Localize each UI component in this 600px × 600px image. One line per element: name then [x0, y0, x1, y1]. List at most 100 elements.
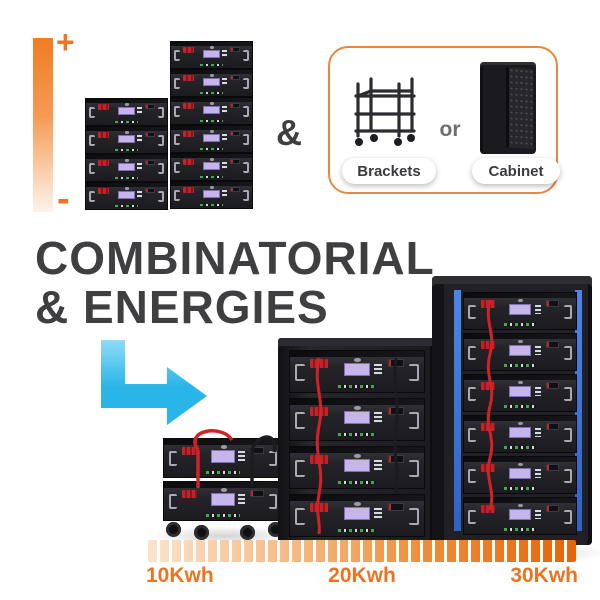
handle-right-icon	[563, 468, 572, 483]
lcd-screen	[118, 190, 135, 200]
meter-segment	[351, 540, 364, 562]
battery-module	[463, 415, 577, 453]
handle-left-icon	[468, 345, 477, 360]
capacity-label-30kwh: 30Kwh	[510, 564, 578, 587]
capacity-labels: 10Kwh 20Kwh 30Kwh	[146, 564, 578, 588]
meter-segment	[184, 540, 196, 562]
battery-module	[163, 438, 283, 478]
module-column	[289, 350, 425, 537]
brand-logo-icon	[124, 103, 129, 106]
led-indicator-strip	[206, 513, 240, 517]
port-strip	[137, 107, 142, 115]
red-terminal-block	[98, 132, 109, 138]
battery-module	[85, 126, 168, 154]
port-strip	[222, 162, 227, 170]
port-strip	[222, 106, 227, 114]
red-terminal-block	[183, 131, 194, 137]
meter-segment	[375, 540, 388, 562]
module-top-face	[290, 351, 424, 358]
black-terminal-block	[387, 455, 404, 464]
handle-right-icon	[243, 50, 249, 61]
battery-module	[85, 154, 168, 182]
module-column	[463, 292, 577, 535]
led-indicator-strip	[504, 323, 536, 326]
module-top-face	[464, 416, 576, 422]
red-terminal-block	[98, 160, 109, 166]
battery-module	[289, 446, 425, 489]
black-terminal-block	[230, 159, 240, 165]
lcd-screen	[508, 467, 532, 480]
lcd-screen	[508, 426, 532, 439]
lcd-screen	[508, 385, 532, 398]
meter-segment	[292, 540, 304, 562]
brand-logo-icon	[209, 74, 214, 77]
handle-right-icon	[269, 494, 278, 510]
lcd-screen	[203, 133, 220, 143]
black-terminal-block	[250, 489, 265, 498]
led-indicator-strip	[338, 481, 376, 485]
led-indicator-strip	[504, 487, 536, 490]
handle-right-icon	[158, 107, 164, 118]
brand-logo-icon	[354, 405, 361, 410]
brand-logo-icon	[220, 445, 227, 449]
led-indicator-strip	[338, 529, 376, 533]
handle-right-icon	[158, 163, 164, 174]
minus-sign: -	[57, 178, 70, 220]
caster-wheel	[194, 525, 209, 540]
led-indicator-strip	[115, 148, 138, 151]
meter-segment	[148, 540, 160, 562]
red-terminal-block	[181, 446, 198, 455]
port-strip	[137, 191, 142, 199]
red-terminal-block	[183, 103, 194, 109]
red-terminal-block	[181, 489, 198, 498]
handle-left-icon	[295, 412, 305, 429]
black-terminal-block	[387, 407, 404, 416]
port-strip	[534, 304, 542, 314]
battery-module	[170, 181, 253, 209]
led-indicator-strip	[200, 91, 223, 94]
battery-module	[170, 69, 253, 97]
port-strip	[238, 494, 246, 505]
black-terminal-block	[145, 104, 155, 110]
brand-logo-icon	[517, 299, 524, 303]
lcd-screen	[203, 161, 220, 171]
lcd-screen	[508, 344, 532, 357]
handle-left-icon	[174, 50, 180, 61]
black-terminal-block	[230, 75, 240, 81]
module-top-face	[164, 439, 282, 445]
brand-logo-icon	[517, 504, 524, 508]
lcd-screen	[118, 134, 135, 144]
module-column	[163, 438, 283, 521]
handle-left-icon	[468, 427, 477, 442]
module-top-face	[464, 457, 576, 463]
red-terminal-block	[98, 104, 109, 110]
meter-segment	[220, 540, 232, 562]
port-strip	[238, 451, 246, 462]
lcd-screen	[343, 363, 371, 377]
blue-rail-right	[575, 290, 582, 531]
headline: COMBINATORIAL & ENERGIES	[35, 234, 435, 332]
or-text: or	[439, 118, 461, 141]
battery-stack-right	[170, 41, 253, 209]
meter-segment	[543, 540, 555, 562]
meter-segment	[567, 540, 576, 562]
black-terminal-block	[387, 359, 404, 368]
handle-left-icon	[468, 386, 477, 401]
handle-right-icon	[563, 427, 572, 442]
black-terminal-block	[145, 160, 155, 166]
handle-right-icon	[243, 190, 249, 201]
meter-segment	[232, 540, 244, 562]
lcd-screen	[211, 493, 235, 506]
battery-module	[289, 398, 425, 441]
lcd-screen	[203, 189, 220, 199]
red-terminal-block	[98, 188, 109, 194]
handle-left-icon	[174, 162, 180, 173]
battery-cabinet-30kwh	[432, 276, 592, 545]
red-terminal-block	[183, 75, 194, 81]
battery-module	[463, 333, 577, 371]
handle-left-icon	[174, 78, 180, 89]
lcd-screen	[343, 507, 371, 521]
brand-logo-icon	[220, 488, 227, 492]
handle-left-icon	[174, 134, 180, 145]
module-top-face	[171, 182, 252, 186]
